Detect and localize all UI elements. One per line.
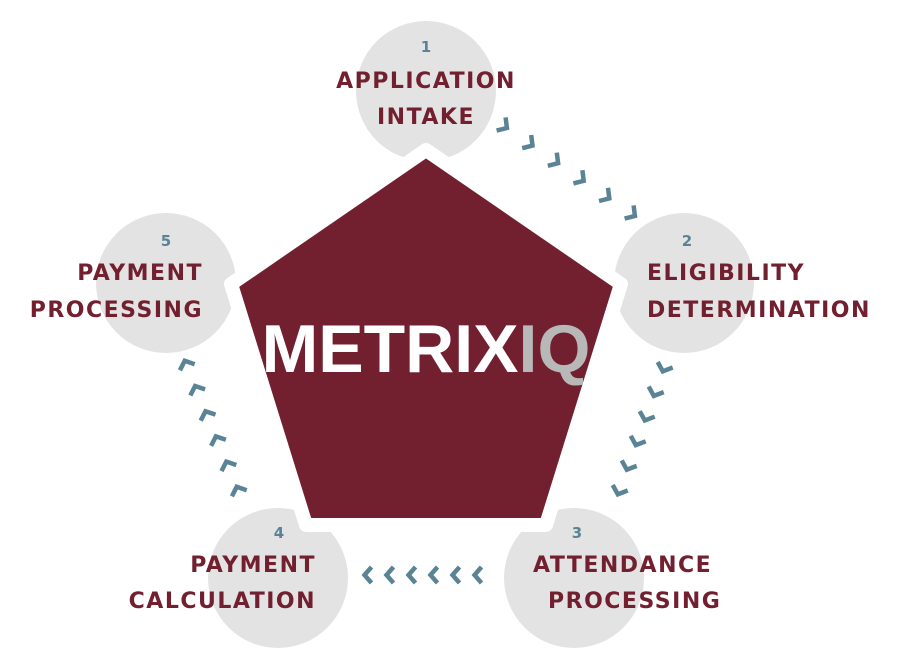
- chevron-icon: [637, 410, 656, 424]
- step-5-circle: [96, 213, 236, 353]
- chevron-icon: [471, 565, 484, 585]
- step-2-circle: [614, 213, 754, 353]
- chevron-icon: [383, 565, 396, 585]
- center-pentagon: [224, 143, 628, 532]
- metrixiq-logo: METRIXIQ: [262, 311, 591, 387]
- chevron-icon: [405, 565, 418, 585]
- step-3: 3 ATTENDANCE PROCESSING: [533, 524, 721, 614]
- logo-word-accent: IQ: [519, 311, 591, 387]
- step-4-label-line2: CALCULATION: [129, 589, 316, 614]
- chevron-icon: [361, 565, 374, 585]
- chevron-icon: [547, 152, 561, 168]
- step-2: 2 ELIGIBILITY DETERMINATION: [647, 232, 871, 323]
- chevron-icon: [496, 117, 510, 133]
- step-4: 4 PAYMENT CALCULATION: [129, 524, 316, 614]
- chevron-icon: [449, 565, 462, 585]
- chevron-icon: [572, 169, 587, 186]
- chevron-icon: [628, 434, 647, 448]
- step-3-number: 3: [572, 524, 582, 542]
- chevron-icon: [427, 565, 440, 585]
- chevron-icon: [177, 358, 196, 372]
- step-5-label-line2: PROCESSING: [30, 298, 203, 323]
- step-5-label-line1: PAYMENT: [77, 261, 203, 286]
- step-5: 5 PAYMENT PROCESSING: [30, 232, 203, 323]
- step-1-label-line1: APPLICATION: [336, 69, 516, 94]
- chevron-icon: [521, 134, 535, 151]
- chevron-icon: [619, 459, 638, 473]
- logo-word-main: METRIX: [262, 311, 519, 387]
- step-3-label-line2: PROCESSING: [548, 589, 721, 614]
- arrow-2-to-3: [610, 360, 674, 498]
- step-1-label-line2: INTAKE: [377, 105, 475, 130]
- arrow-4-to-5: [177, 358, 248, 498]
- arrow-3-to-4: [361, 565, 484, 585]
- chevron-icon: [219, 458, 238, 473]
- step-1-number: 1: [421, 38, 431, 56]
- step-2-label-line1: ELIGIBILITY: [647, 261, 805, 286]
- chevron-icon: [610, 483, 629, 498]
- chevron-icon: [188, 383, 206, 397]
- step-2-number: 2: [682, 232, 692, 250]
- arrow-1-to-2: [496, 117, 638, 221]
- chevron-icon: [624, 205, 638, 221]
- step-5-number: 5: [161, 232, 171, 250]
- chevron-icon: [198, 408, 217, 422]
- step-3-circle: [504, 508, 644, 648]
- chevron-icon: [598, 187, 612, 204]
- chevron-icon: [646, 385, 665, 399]
- step-1: 1 APPLICATION INTAKE: [336, 38, 516, 130]
- chevron-icon: [229, 484, 248, 498]
- step-1-circle: [356, 21, 496, 161]
- chevron-icon: [655, 360, 674, 375]
- step-4-circle: [208, 508, 348, 648]
- step-4-label-line1: PAYMENT: [190, 553, 316, 578]
- chevron-icon: [209, 433, 227, 447]
- step-4-number: 4: [274, 524, 284, 542]
- step-3-label-line1: ATTENDANCE: [533, 553, 712, 578]
- step-2-label-line2: DETERMINATION: [647, 298, 871, 323]
